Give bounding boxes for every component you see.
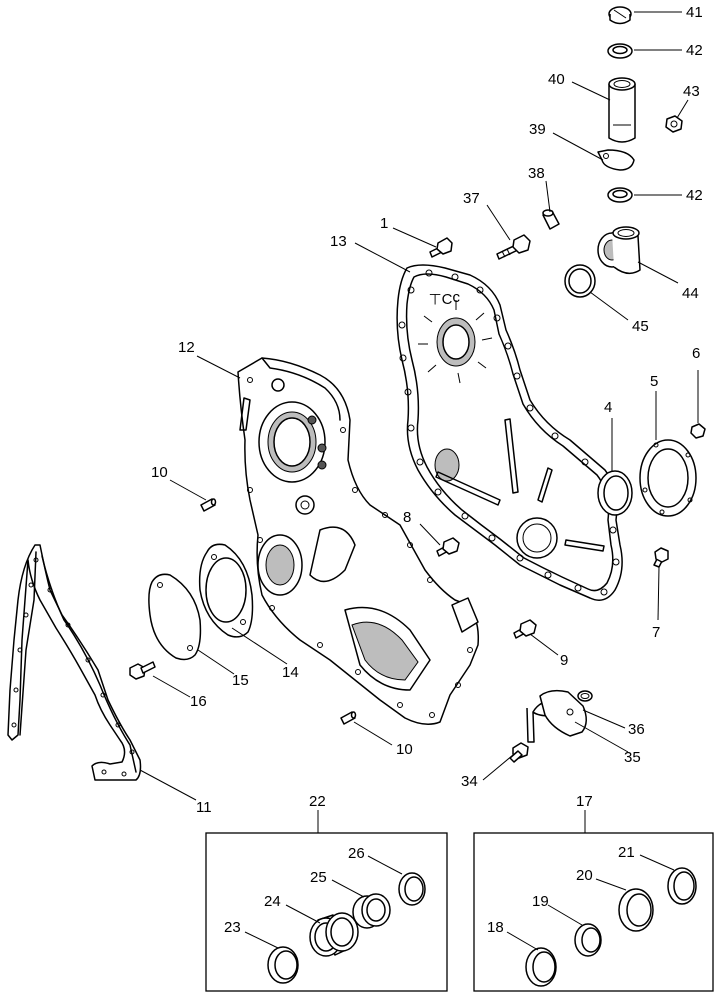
part-9-bolt[interactable]	[513, 619, 537, 639]
part-13-front-cover-gasket[interactable]: ↄƆ⊥	[396, 264, 623, 601]
callout-1: 1	[380, 215, 388, 232]
callout-40: 40	[548, 71, 565, 88]
callout-43: 43	[683, 83, 700, 100]
part-19-seal[interactable]	[574, 923, 602, 957]
callout-45: 45	[632, 318, 649, 335]
part-16-bolt[interactable]	[129, 661, 156, 680]
part-26-seal[interactable]	[398, 872, 426, 906]
part-18-seal[interactable]	[525, 947, 557, 987]
callout-12: 12	[178, 339, 195, 356]
part-21-seal[interactable]	[667, 867, 697, 905]
part-24-bushing[interactable]	[309, 912, 359, 957]
kit-box-17	[473, 832, 714, 992]
callout-7: 7	[652, 624, 660, 641]
part-8-bolt[interactable]	[436, 537, 460, 557]
callout-13: 13	[330, 233, 347, 250]
callout-9: 9	[560, 652, 568, 669]
part-11-housing-gasket[interactable]	[7, 544, 142, 781]
callout-14: 14	[282, 664, 299, 681]
callout-25: 25	[310, 869, 327, 886]
part-23-seal[interactable]	[267, 946, 299, 984]
callout-42-top: 42	[686, 42, 703, 59]
callout-6: 6	[692, 345, 700, 362]
callout-10-lower: 10	[396, 741, 413, 758]
callout-44: 44	[682, 285, 699, 302]
part-6-screw[interactable]	[690, 423, 706, 439]
bolt-holes-housing-12	[247, 377, 473, 718]
callout-19: 19	[532, 893, 549, 910]
part-41-filler-cap[interactable]	[608, 6, 632, 25]
part-39-tube-clamp[interactable]	[597, 149, 635, 171]
part-43-nut[interactable]	[665, 115, 683, 133]
part-44-filler-elbow[interactable]	[597, 226, 641, 275]
part-42-seal-ring-top[interactable]	[607, 43, 633, 59]
part-1-bolt[interactable]	[429, 237, 453, 258]
callout-10-upper: 10	[151, 464, 168, 481]
part-10-dowel-upper[interactable]	[200, 498, 217, 512]
part-40-filler-tube[interactable]	[608, 77, 636, 143]
part-5-seal-retainer[interactable]	[639, 439, 697, 517]
part-36-o-ring[interactable]	[577, 690, 593, 702]
callout-23: 23	[224, 919, 241, 936]
callout-4: 4	[604, 399, 612, 416]
callout-26: 26	[348, 845, 365, 862]
callout-15: 15	[232, 672, 249, 689]
callout-37: 37	[463, 190, 480, 207]
callout-11: 11	[196, 799, 212, 816]
part-7-bolt[interactable]	[653, 547, 669, 568]
callout-18: 18	[487, 919, 504, 936]
callout-39: 39	[529, 121, 546, 138]
callout-35: 35	[624, 749, 641, 766]
part-38-sleeve[interactable]	[542, 209, 560, 230]
part-20-seal[interactable]	[618, 888, 654, 932]
part-10-dowel-lower[interactable]	[340, 711, 357, 725]
part-14-gasket[interactable]	[198, 543, 254, 638]
part-12-gear-housing[interactable]	[237, 357, 480, 725]
callout-24: 24	[264, 893, 281, 910]
leader-lines	[139, 11, 699, 951]
callout-8: 8	[403, 509, 411, 526]
part-25-bushing[interactable]	[352, 893, 391, 929]
bolt-holes-gasket-11	[11, 557, 135, 777]
kit-box-22	[205, 832, 448, 992]
cover-marking: ↄƆ⊥	[429, 290, 460, 307]
callout-36: 36	[628, 721, 645, 738]
callout-22: 22	[309, 793, 326, 810]
callout-42-bottom: 42	[686, 187, 703, 204]
callout-labels: 41 42 40 43 39 38 42 37 1 13 44 45 12 6 …	[151, 4, 703, 936]
callout-16: 16	[190, 693, 207, 710]
callout-41: 41	[686, 4, 703, 21]
callout-5: 5	[650, 373, 658, 390]
part-34-bolt[interactable]	[509, 742, 529, 763]
part-35-tube-bracket[interactable]	[526, 689, 587, 743]
part-4-seal[interactable]	[597, 470, 633, 516]
part-42-seal-ring-bottom[interactable]	[607, 187, 633, 203]
timing-marks	[418, 300, 493, 384]
callout-20: 20	[576, 867, 593, 884]
callout-17: 17	[576, 793, 593, 810]
part-45-o-ring[interactable]	[564, 264, 596, 298]
callout-34: 34	[461, 773, 478, 790]
callout-38: 38	[528, 165, 545, 182]
part-15-cover-plate[interactable]	[148, 573, 202, 661]
part-37-stud[interactable]	[496, 234, 531, 260]
callout-21: 21	[618, 844, 635, 861]
